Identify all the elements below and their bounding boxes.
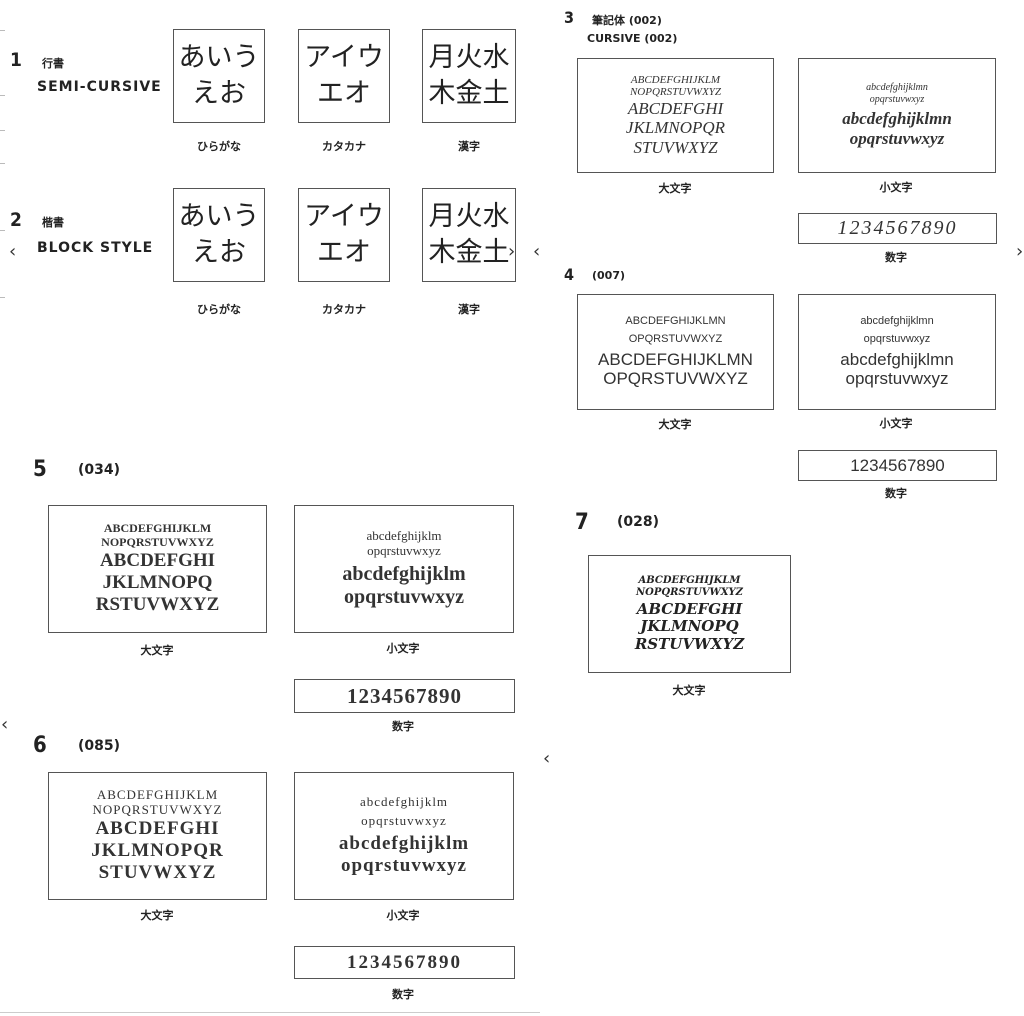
caption: カタカナ <box>322 140 366 153</box>
edge-tick <box>0 297 5 298</box>
section-number: 2 <box>10 209 22 231</box>
prev-arrow-icon[interactable]: ‹ <box>543 748 551 769</box>
next-arrow-icon[interactable]: › <box>508 241 516 262</box>
edge-tick <box>0 130 5 131</box>
caption: ひらがな <box>197 140 241 153</box>
caption: 数字 <box>392 988 414 1001</box>
divider <box>0 1012 540 1013</box>
caption: 大文字 <box>140 909 174 922</box>
caption: 漢字 <box>458 140 480 153</box>
section-number: 1 <box>10 49 22 71</box>
caption: 数字 <box>885 487 907 500</box>
section-number: 5 <box>33 457 47 482</box>
katakana-sample: アイウエオ <box>298 188 390 282</box>
section-title-en: CURSIVE (002) <box>587 32 678 45</box>
section-code: (007) <box>592 269 626 282</box>
section-code: (028) <box>617 514 660 530</box>
prev-arrow-icon[interactable]: ‹ <box>9 241 17 262</box>
caption: 小文字 <box>386 909 420 922</box>
caption: カタカナ <box>322 303 366 316</box>
digits-sample: 1234567890 <box>798 450 997 481</box>
section-number: 6 <box>33 733 47 758</box>
edge-tick <box>0 95 5 96</box>
digits-sample: 1234567890 <box>294 946 515 979</box>
edge-tick <box>0 163 5 164</box>
kanji-sample: 月火水木金土 <box>422 29 516 123</box>
prev-arrow-icon[interactable]: ‹ <box>533 241 541 262</box>
section-number: 4 <box>564 265 575 284</box>
section-title-jp: 楷書 <box>42 216 64 229</box>
katakana-sample: アイウエオ <box>298 29 390 123</box>
section-number: 7 <box>575 510 589 535</box>
digits-sample: 1234567890 <box>294 679 515 713</box>
prev-arrow-icon[interactable]: ‹ <box>1 714 9 735</box>
section-code: (085) <box>78 738 121 754</box>
section-title-jp: 筆記体 (002) <box>592 14 662 27</box>
section-title-jp: 行書 <box>42 57 64 70</box>
caption: 小文字 <box>386 642 420 655</box>
caption: 大文字 <box>140 644 174 657</box>
next-arrow-icon[interactable]: › <box>1016 241 1024 262</box>
caption: 数字 <box>392 720 414 733</box>
section-number: 3 <box>564 8 575 27</box>
caption: 大文字 <box>658 182 692 195</box>
edge-tick <box>0 30 5 31</box>
caption: ひらがな <box>197 303 241 316</box>
caption: 漢字 <box>458 303 480 316</box>
caption: 小文字 <box>879 417 913 430</box>
caption: 大文字 <box>672 684 706 697</box>
section-title-en: BLOCK STYLE <box>37 240 154 256</box>
edge-tick <box>0 230 5 231</box>
kanji-sample: 月火水木金土 <box>422 188 516 282</box>
hiragana-sample: あいうえお <box>173 188 265 282</box>
digits-sample: 1234567890 <box>798 213 997 244</box>
section-code: (034) <box>78 462 121 478</box>
caption: 数字 <box>885 251 907 264</box>
hiragana-sample: あいうえお <box>173 29 265 123</box>
caption: 小文字 <box>879 181 913 194</box>
section-title-en: SEMI-CURSIVE <box>37 79 162 95</box>
caption: 大文字 <box>658 418 692 431</box>
